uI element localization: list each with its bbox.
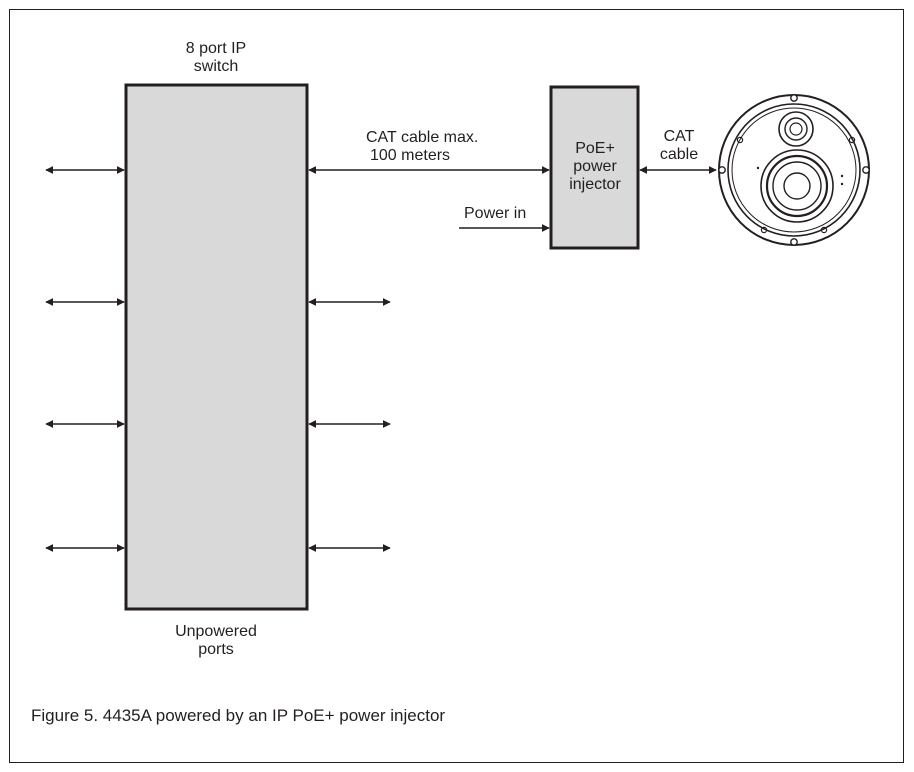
camera-icon	[718, 94, 870, 246]
cat-cable-max-line1: CAT cable max.	[366, 129, 479, 146]
poe-injector-label: PoE+ power injector	[553, 140, 637, 194]
poe-injector-line3: injector	[569, 176, 621, 193]
cat-cable-max-label: CAT cable max. 100 meters	[366, 129, 478, 165]
figure-caption: Figure 5. 4435A powered by an IP PoE+ po…	[31, 706, 446, 725]
camera-cat-cable-label: CAT cable	[644, 128, 714, 164]
ip-switch-box	[124, 83, 309, 611]
switch-footer-line2: ports	[198, 641, 234, 658]
camera-cat-cable-line2: cable	[659, 146, 699, 163]
switch-title-label: 8 port IP switch	[171, 40, 261, 76]
switch-footer-line1: Unpowered	[175, 623, 257, 640]
camera-cat-cable-line1: CAT	[663, 128, 695, 145]
cat-cable-max-line2: 100 meters	[370, 147, 451, 164]
switch-title-line1: 8 port IP	[185, 40, 247, 57]
poe-injector-line1: PoE+	[575, 140, 615, 157]
poe-injector-line2: power	[573, 158, 617, 175]
figure-frame	[9, 9, 904, 763]
power-in-label: Power in	[464, 205, 527, 222]
poe-injector-box	[549, 85, 640, 250]
switch-footer-label: Unpowered ports	[161, 623, 271, 659]
switch-title-line2: switch	[193, 58, 239, 75]
